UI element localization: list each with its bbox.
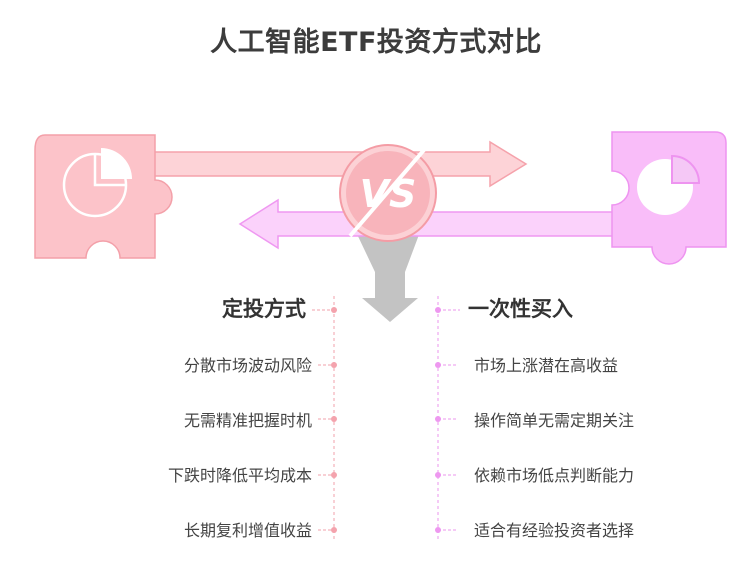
page-title: 人工智能ETF投资方式对比 — [210, 27, 542, 58]
vs-label: VS — [360, 172, 417, 216]
left-arrow — [238, 198, 621, 250]
left-item: 下跌时降低平均成本 — [167, 466, 312, 485]
left-item: 分散市场波动风险 — [183, 356, 312, 375]
right-arrow — [149, 140, 528, 188]
left-timeline — [312, 296, 337, 540]
right-item: 操作简单无需定期关注 — [474, 411, 635, 430]
right-item: 适合有经验投资者选择 — [474, 521, 635, 540]
pie-chart-icon — [637, 154, 701, 215]
arrow-down-icon — [356, 232, 420, 322]
right-timeline — [435, 296, 460, 540]
left-item: 无需精准把握时机 — [183, 411, 312, 430]
left-heading: 定投方式 — [222, 297, 306, 321]
right-item: 市场上涨潜在高收益 — [474, 356, 619, 375]
vs-badge-icon: VS — [339, 144, 437, 242]
right-item: 依赖市场低点判断能力 — [474, 466, 635, 485]
right-heading: 一次性买入 — [468, 297, 573, 321]
left-item: 长期复利增值收益 — [183, 521, 312, 540]
pie-chart-icon — [62, 148, 132, 218]
